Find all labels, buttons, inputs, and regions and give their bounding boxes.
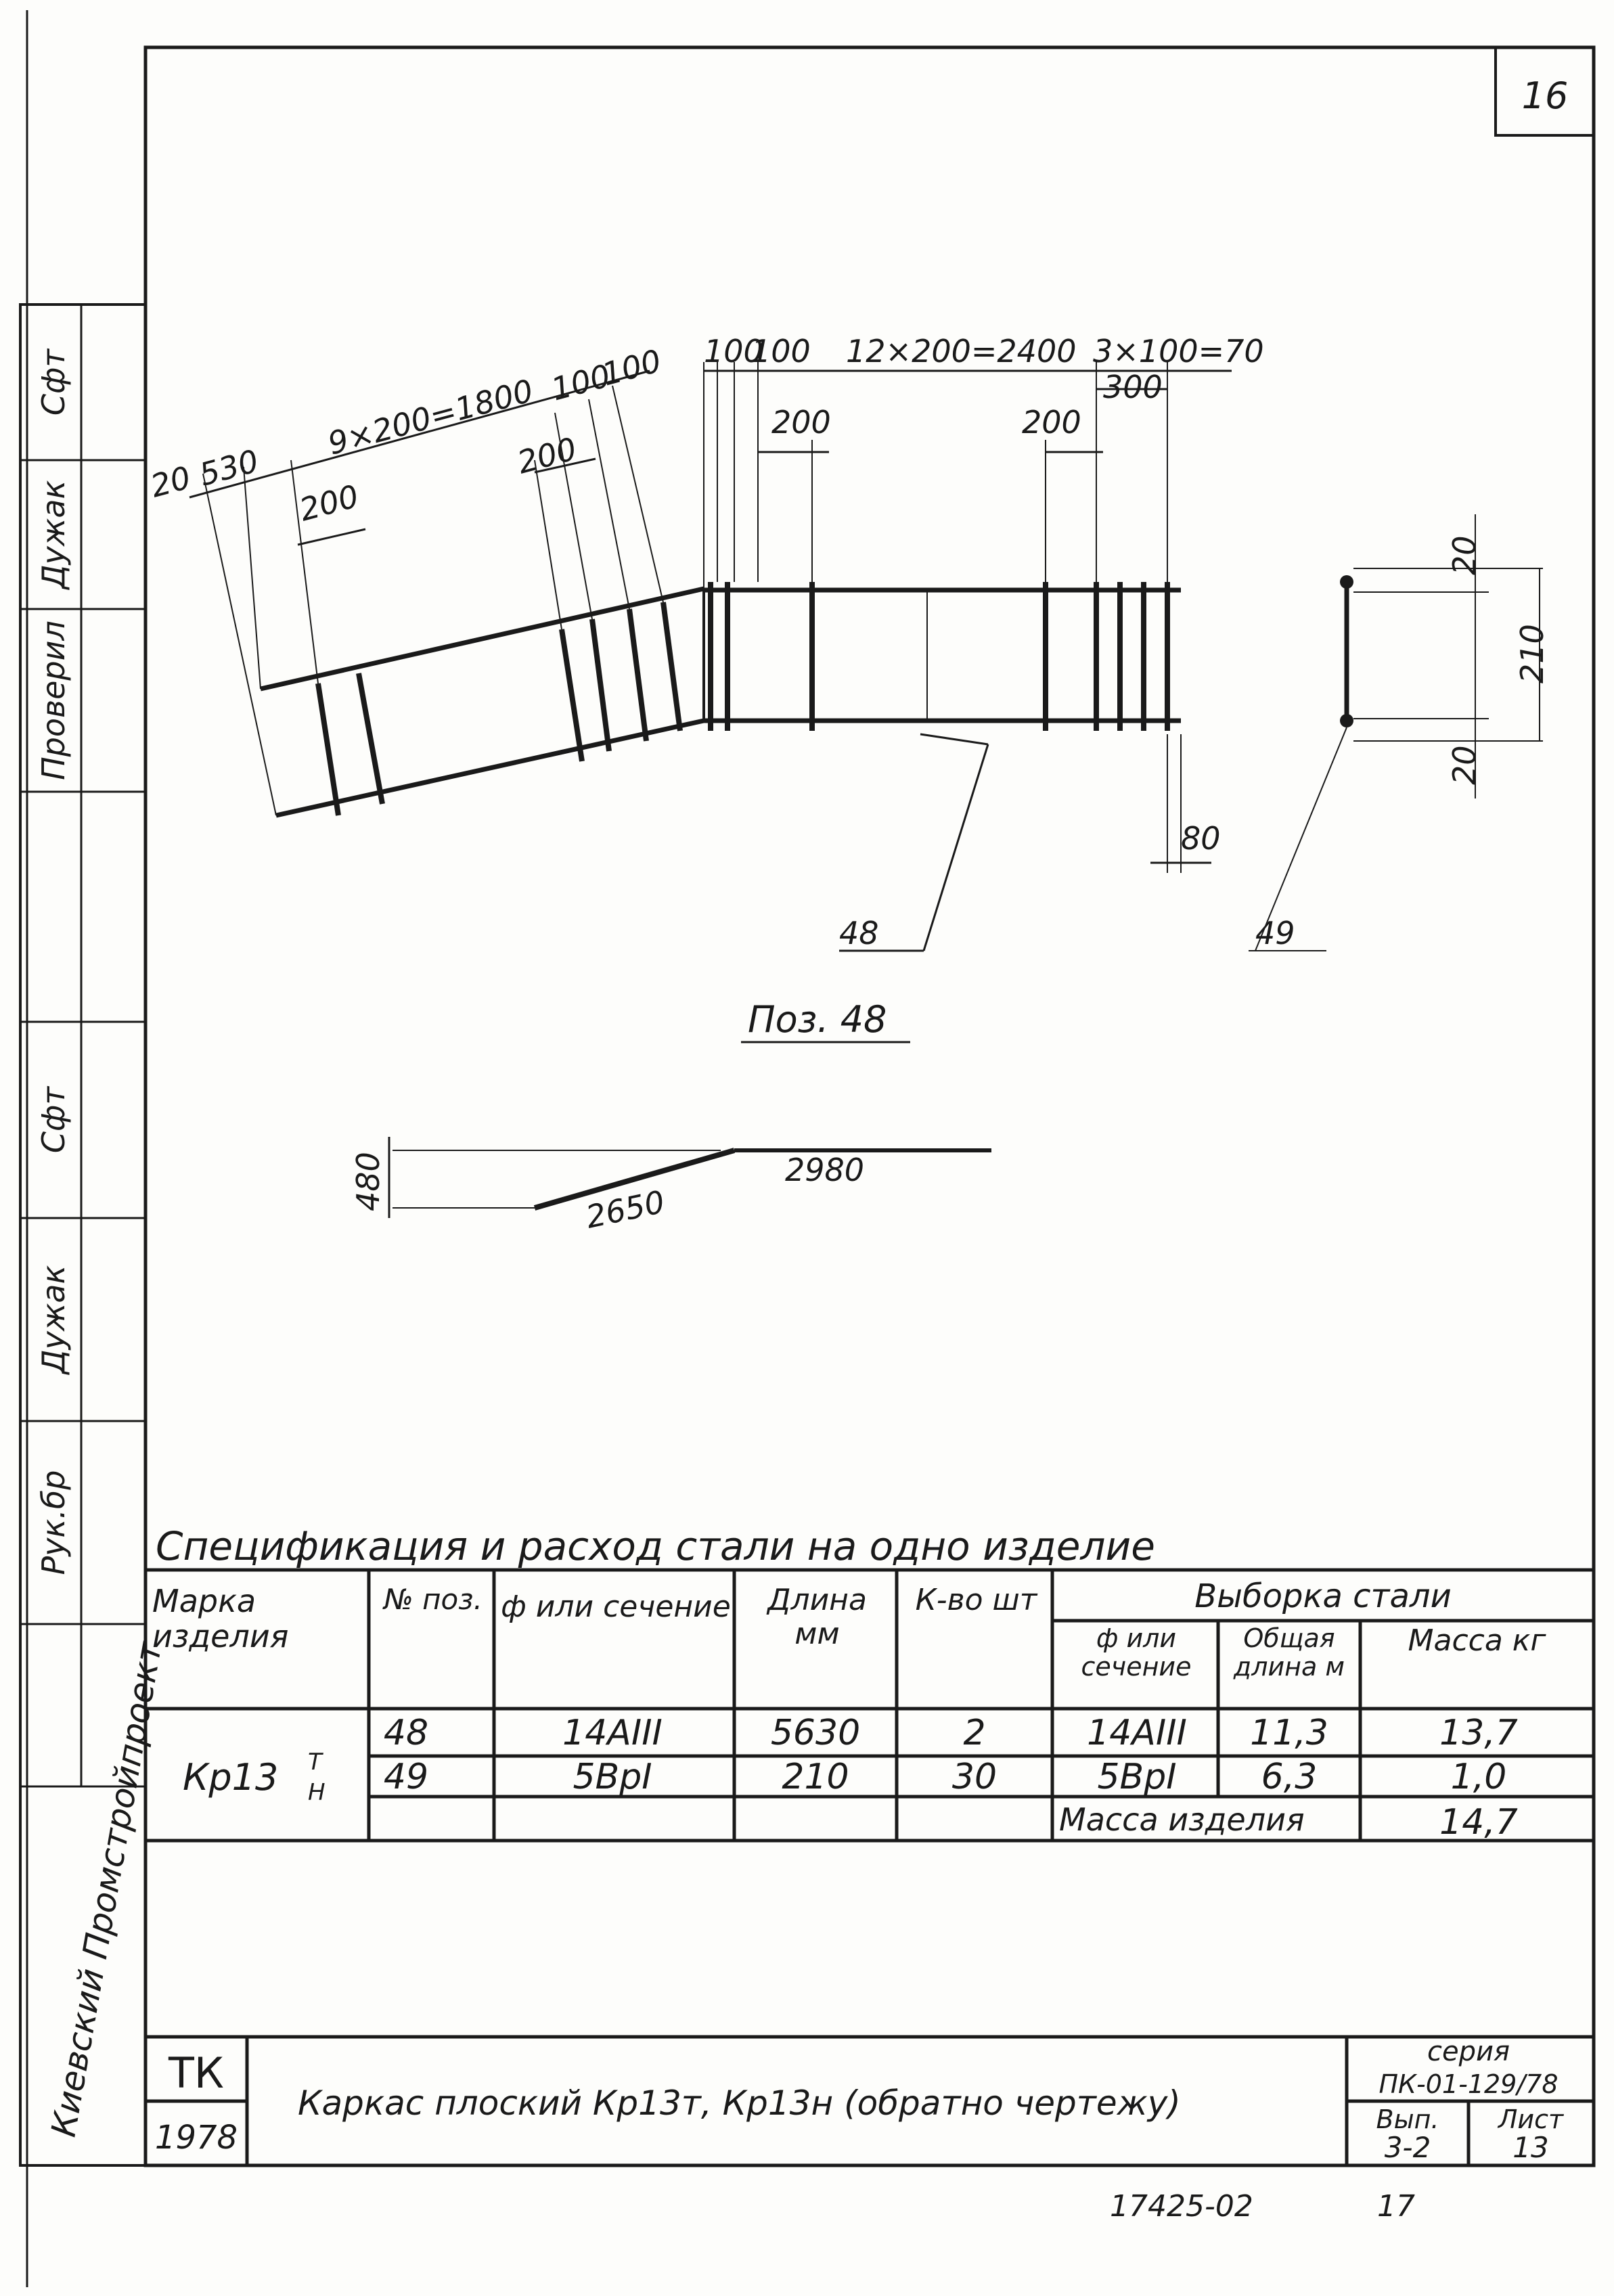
row-qty: 2 — [963, 1713, 985, 1753]
spec-group-header: Выборка стали — [1194, 1577, 1452, 1615]
org-code: ТК — [168, 2048, 224, 2098]
dim-label: 200 — [771, 404, 831, 441]
row-pos: 49 — [384, 1757, 428, 1797]
total-mass: 14,7 — [1439, 1802, 1518, 1843]
side-stamp-cell: Сфт — [35, 1086, 72, 1153]
detail-title: Поз. 48 — [748, 998, 887, 1041]
side-stamp-org: Киевский Промстройпроект — [44, 1638, 170, 2140]
header-qty: К-во шт — [915, 1583, 1037, 1617]
dim-label: 200 — [296, 478, 363, 528]
dim-label: 9×200=1800 — [324, 372, 537, 462]
dim-label: 80 — [1181, 820, 1221, 857]
dim-label: 210 — [1514, 624, 1550, 683]
issue-label: Вып. — [1376, 2104, 1439, 2134]
list-label: Лист — [1497, 2104, 1565, 2134]
mark-text: Кр13 — [183, 1756, 278, 1799]
dim-label: 200 — [514, 430, 581, 481]
header-section: ф или сечение — [501, 1590, 731, 1624]
mark-sub: Н — [308, 1779, 326, 1806]
callout-49: 49 — [1255, 915, 1295, 951]
header-length: Длина мм — [767, 1583, 867, 1651]
side-stamp-cell: Дужак — [35, 1265, 72, 1376]
row-mass: 1,0 — [1451, 1757, 1507, 1797]
row-mass: 13,7 — [1439, 1713, 1518, 1753]
dim-label: 20 — [1446, 745, 1483, 785]
mark-sup: Т — [308, 1749, 323, 1776]
dim-label: 100 — [704, 333, 763, 369]
header-mark: Марка изделия — [152, 1583, 289, 1655]
sheet-frame — [19, 10, 1596, 2287]
series-label: серия — [1427, 2036, 1510, 2067]
sheet-title: Каркас плоский Кр13т, Кр13н (обратно чер… — [298, 2084, 1181, 2123]
dim-label: 530 — [196, 443, 263, 493]
row-pos: 48 — [384, 1713, 428, 1753]
dim-label: 200 — [1022, 404, 1081, 441]
header-total-len: Общая длина м — [1233, 1624, 1345, 1682]
title-block: ТК 1978 Каркас плоский Кр13т, Кр13н (обр… — [145, 2035, 1594, 2165]
row-s-section: 14АIII — [1087, 1713, 1187, 1753]
mark-cell: Кр13 Т Н — [183, 1749, 326, 1806]
dim-label: 12×200=2400 — [846, 333, 1077, 369]
row-total-len: 6,3 — [1261, 1757, 1318, 1797]
dim-label: 3×100=70 — [1093, 333, 1264, 369]
cage-drawing: 20 530 9×200=1800 100 100 200 200 100 10… — [147, 333, 1550, 952]
row-section: 5ВрI — [573, 1757, 652, 1797]
row-s-section: 5ВрI — [1097, 1757, 1176, 1797]
side-stamp-cell: Рук.бр — [35, 1470, 72, 1575]
header-s-section: ф или сечение — [1081, 1624, 1192, 1682]
spec-table: Спецификация и расход стали на одно изде… — [145, 1523, 1594, 1843]
list-number: 13 — [1512, 2131, 1548, 2164]
row-qty: 30 — [952, 1757, 997, 1797]
side-stamp: Сфт Дужак Проверил Сфт Дужак Рук.бр Киев… — [35, 348, 170, 2140]
series: ПК-01-129/78 — [1378, 2069, 1558, 2099]
row-section: 14АIII — [562, 1713, 663, 1753]
dim-label: 20 — [147, 459, 195, 504]
row-total-len: 11,3 — [1250, 1713, 1328, 1753]
year: 1978 — [155, 2119, 238, 2157]
dim-label: 20 — [1446, 535, 1483, 575]
side-stamp-cell: Сфт — [35, 348, 72, 415]
dim-label: 100 — [751, 333, 811, 369]
header-mass: Масса кг — [1408, 1624, 1546, 1658]
issue: 3-2 — [1385, 2131, 1431, 2164]
dim-label: 300 — [1103, 369, 1163, 405]
callout-48: 48 — [839, 915, 879, 951]
sheet-number: 16 — [1522, 74, 1569, 117]
header-pos: № поз. — [384, 1583, 483, 1616]
spec-title: Спецификация и расход стали на одно изде… — [156, 1523, 1155, 1569]
pos48-detail: Поз. 48 480 2650 2980 — [350, 998, 991, 1236]
dim-label: 100 — [598, 342, 665, 393]
row-length: 5630 — [771, 1713, 860, 1753]
side-stamp-cell: Проверил — [35, 621, 72, 780]
detail-dim: 2980 — [785, 1152, 864, 1188]
bottom-code: 17425-02 — [1110, 2189, 1253, 2224]
row-length: 210 — [782, 1757, 849, 1797]
bottom-page: 17 — [1377, 2189, 1415, 2224]
detail-dim: 480 — [350, 1152, 386, 1211]
pos49-detail — [1249, 514, 1543, 951]
side-stamp-cell: Дужак — [35, 480, 72, 591]
total-label: Масса изделия — [1059, 1801, 1305, 1838]
